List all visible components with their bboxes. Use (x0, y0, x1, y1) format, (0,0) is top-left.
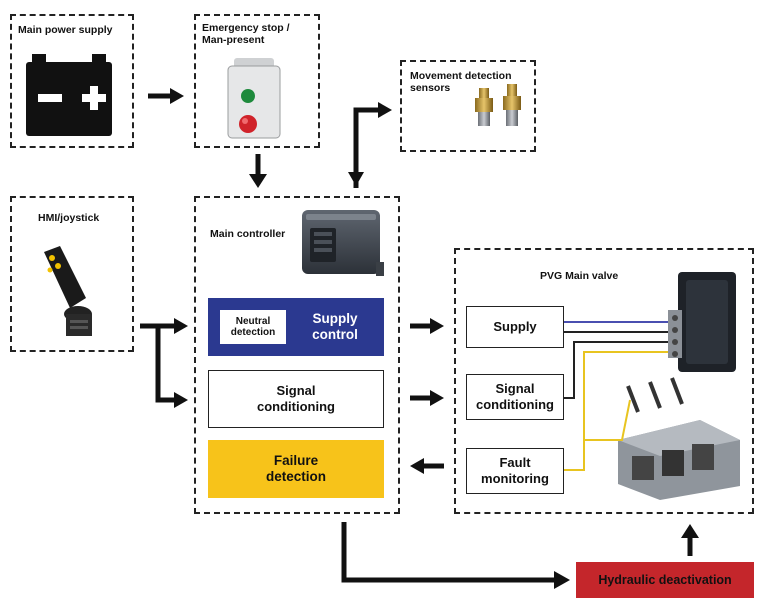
arrow-joystick-to-signal-head (174, 392, 188, 408)
neutral-detection-label: Neutral detection (230, 316, 276, 338)
signal-conditioning-block: Signal conditioning (208, 370, 384, 428)
arrow-joystick-to-supply-head (174, 318, 188, 334)
arrow-fault-to-failure-head (410, 458, 424, 474)
failure-detection-block: Failure detection (208, 440, 384, 498)
signal-conditioning-label: Signal conditioning (257, 383, 335, 414)
pvg-main-valve-box (454, 248, 754, 514)
movement-sensor-icon (475, 84, 521, 126)
failure-detection-label: Failure detection (265, 453, 326, 484)
arrow-supply-to-pvg-head (430, 318, 444, 334)
main-controller-box (194, 196, 400, 514)
pvg-main-valve-label: PVG Main valve (540, 270, 619, 282)
flow-arrows (140, 88, 699, 589)
hydraulic-deactivation-block: Hydraulic deactivation (576, 562, 754, 598)
main-controller-label: Main controller (210, 228, 286, 240)
emergency-stop-box (194, 14, 320, 148)
arrow-estop-to-controller-head (249, 174, 267, 188)
movement-sensors-label: Movement detection sensors (410, 70, 512, 94)
pvg-signal-conditioning-label: Signal conditioning (476, 381, 554, 412)
main-power-supply-box (10, 14, 134, 148)
arrow-hydraulic-to-valve-head (681, 524, 699, 538)
movement-sensors-box (400, 60, 536, 152)
emergency-stop-switch-icon (227, 58, 281, 139)
arrow-signal-to-pvg-head (430, 390, 444, 406)
supply-control-label: Supply control (312, 311, 358, 342)
arrow-controller-to-hydraulic (341, 522, 556, 583)
pvg-valve-module-icon (668, 272, 736, 372)
supply-control-label-wrap: Supply control (292, 304, 378, 350)
pvg-fault-monitoring-block: Fault monitoring (466, 448, 564, 494)
pvg-signal-conditioning-block: Signal conditioning (466, 374, 564, 420)
pvg-supply-block: Supply (466, 306, 564, 348)
pvg-fault-monitoring-label: Fault monitoring (481, 455, 549, 486)
arrow-joystick-to-supply (140, 323, 176, 403)
controller-device-icon (302, 210, 384, 276)
main-power-supply-label: Main power supply (18, 24, 113, 36)
battery-icon (26, 54, 112, 136)
arrow-controller-to-sensors (353, 107, 380, 188)
arrow-controller-to-sensors-head (378, 102, 392, 118)
arrow-sensors-to-controller-head (348, 172, 364, 186)
arrow-controller-to-hydraulic-head (554, 571, 570, 589)
joystick-icon (44, 246, 92, 336)
hmi-joystick-label: HMI/joystick (38, 212, 100, 224)
neutral-detection-box: Neutral detection (220, 310, 286, 344)
hmi-joystick-box (10, 196, 134, 352)
arrow-power-to-estop-head (170, 88, 184, 104)
hydraulic-deactivation-label: Hydraulic deactivation (598, 573, 732, 587)
pvg-wires (564, 321, 668, 471)
hydraulic-valve-block-icon (618, 377, 740, 500)
pvg-supply-label: Supply (493, 319, 537, 334)
emergency-stop-label: Emergency stop / Man-present (202, 22, 290, 46)
